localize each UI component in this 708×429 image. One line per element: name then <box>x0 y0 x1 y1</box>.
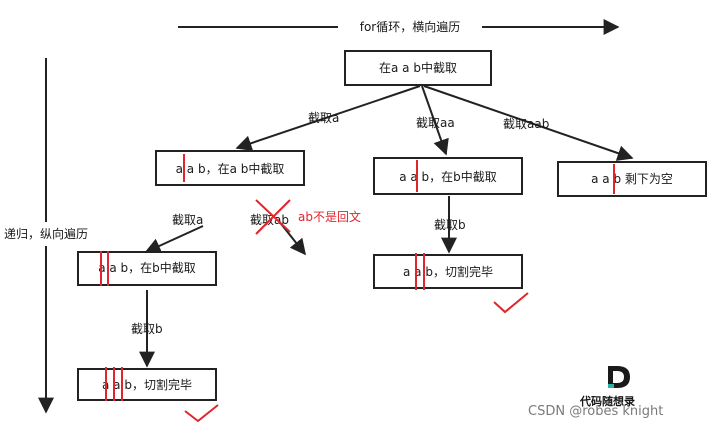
mid-bottom-node: a a b，切割完毕 <box>373 253 523 290</box>
horizontal-traversal-axis: for循环，横向遍历 <box>178 19 620 35</box>
left-left-node: a a b，在b中截取 <box>77 251 217 286</box>
left-left-node-label: a a b，在b中截取 <box>98 260 196 275</box>
logo: 代码随想录 <box>579 366 635 408</box>
mid-bottom-node-label: a a b，切割完毕 <box>403 264 493 279</box>
vertical-traversal-axis: 递归，纵向遍历 <box>4 58 88 414</box>
check-mark-icon <box>184 404 219 423</box>
right-node: a a b 剩下为空 <box>557 161 707 197</box>
edge-label-root-aab: 截取aab <box>503 117 549 131</box>
vertical-axis-label: 递归，纵向遍历 <box>4 226 88 241</box>
edge-root-to-left <box>235 85 421 151</box>
right-node-label: a a b 剩下为空 <box>591 172 673 186</box>
edge-root-to-mid <box>421 85 449 156</box>
root-node-label: 在a a b中截取 <box>379 60 457 75</box>
check-mark-icon <box>493 292 529 314</box>
edge-label-left-a: 截取a <box>172 213 203 227</box>
logo-text: 代码随想录 <box>579 394 635 408</box>
edge-label-root-aa: 截取aa <box>416 116 455 130</box>
left-left-bottom-node: a a b，切割完毕 <box>77 367 217 401</box>
left-node-label: a a b，在a b中截取 <box>176 161 285 176</box>
edge-label-root-a: 截取a <box>308 111 339 125</box>
watermark: CSDN @robes knight <box>528 404 663 419</box>
left-left-bottom-node-label: a a b，切割完毕 <box>102 377 192 392</box>
edge-label-leftleft-b: 截取b <box>131 322 163 336</box>
horizontal-axis-label: for循环，横向遍历 <box>360 19 461 34</box>
mid-node-label: a a b，在b中截取 <box>399 169 497 184</box>
mid-node: a a b，在b中截取 <box>373 157 523 195</box>
left-node: a a b，在a b中截取 <box>155 150 305 186</box>
prune-cross-icon <box>255 199 291 235</box>
edge-left-to-leftleft <box>144 225 204 254</box>
edge-label-mid-b: 截取b <box>434 218 466 232</box>
not-palindrome-note: ab不是回文 <box>298 209 361 224</box>
root-node: 在a a b中截取 <box>344 50 492 86</box>
edge-root-to-right <box>423 85 634 161</box>
